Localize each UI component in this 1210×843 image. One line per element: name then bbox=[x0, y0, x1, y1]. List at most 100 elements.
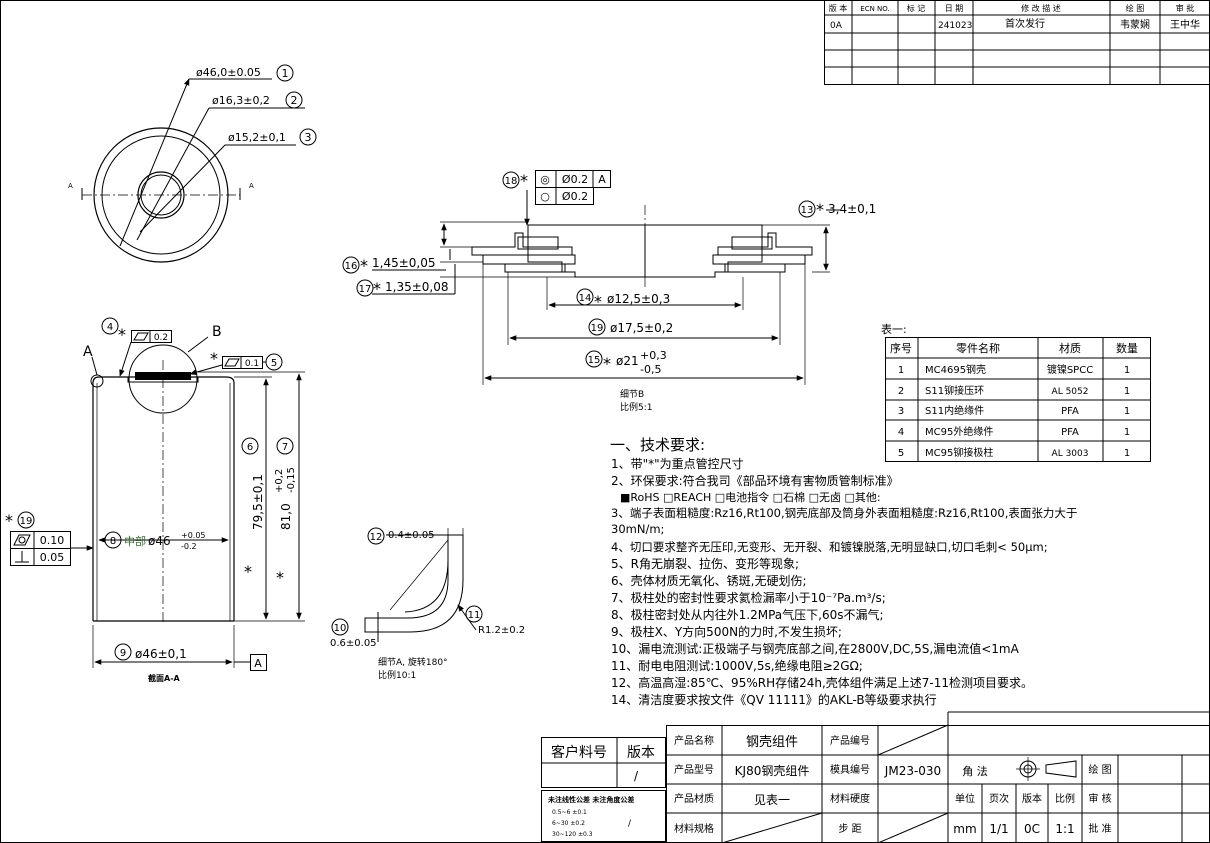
parts-r3-mat: PFA bbox=[1061, 406, 1079, 417]
tb-product-no-label: 产品编号 bbox=[830, 734, 870, 747]
section-view: A B 4 * 0.2 * 0.1 5 6 79,5±0,1 * 7 81 bbox=[5, 317, 305, 683]
balloon-4: 4 bbox=[107, 322, 113, 333]
tb-model-label: 产品型号 bbox=[674, 763, 714, 776]
balloon-7: 7 bbox=[282, 442, 288, 453]
section-mark-right: A bbox=[249, 182, 254, 190]
customer-part-label: 客户料号 bbox=[551, 744, 607, 761]
parts-r5-no: 5 bbox=[898, 448, 904, 459]
rev-header-ecn: ECN NO. bbox=[860, 5, 889, 13]
parts-r3-no: 3 bbox=[898, 406, 904, 417]
rev-date: 241023 bbox=[938, 21, 972, 31]
flatness-icon-5 bbox=[224, 358, 240, 367]
dim15-lower: -0,5 bbox=[640, 363, 661, 376]
req-line-4: 4、切口要求整齐无压印,无变形、无开裂、和镀镍脱落,无明显缺口,切口毛刺< 50… bbox=[611, 540, 1048, 554]
req-line-1: 1、带"*"为重点管控尺寸 bbox=[611, 456, 744, 471]
star-7: * bbox=[276, 568, 284, 587]
tb-product-name-label: 产品名称 bbox=[674, 734, 714, 747]
star-4: * bbox=[118, 325, 126, 344]
rev-header-mark: 标 记 bbox=[907, 3, 926, 13]
parts-table-title: 表一: bbox=[881, 322, 907, 336]
req-line-14: 14、清洁度要求按文件《QV 11111》的AKL-B等级要求执行 bbox=[611, 692, 937, 707]
tb-unit: mm bbox=[953, 822, 976, 836]
tb-rev: 0C bbox=[1024, 822, 1040, 836]
dim7-text: 81,0 bbox=[279, 503, 293, 530]
fcf19-b: 0.05 bbox=[40, 551, 65, 564]
balloon-18: 18 bbox=[505, 176, 518, 187]
tb-hardness-label: 材料硬度 bbox=[830, 792, 870, 805]
tb-material: 见表一 bbox=[754, 793, 790, 807]
tb-mold-label: 模具编号 bbox=[830, 763, 870, 776]
req-line-10: 10、漏电流测试:正极端子与钢壳底部之间,在2800V,DC,5S,漏电流值<1… bbox=[611, 641, 1020, 656]
detail-a: 12 0.4±0.05 10 0.6±0.05 11 R1.2±0.2 细节A,… bbox=[330, 527, 525, 681]
tb-scale-label: 比例 bbox=[1055, 792, 1075, 805]
dim11-text: R1.2±0.2 bbox=[478, 625, 525, 636]
star-18: * bbox=[520, 171, 528, 190]
dim8-lower: -0.2 bbox=[181, 542, 197, 551]
tb-product-name: 钢壳组件 bbox=[746, 735, 798, 750]
rev-header-desc: 修 改 描 述 bbox=[1021, 3, 1061, 13]
rev-header-approved: 审 批 bbox=[1176, 3, 1195, 13]
tol-title: 未注线性公差 未注角度公差 bbox=[548, 795, 634, 804]
cylindricity-icon bbox=[13, 534, 31, 546]
dim19-text: ø17,5±0,2 bbox=[610, 321, 673, 335]
rev-header-drawn: 绘 图 bbox=[1126, 3, 1145, 13]
tb-pages-label: 页次 bbox=[989, 792, 1009, 805]
balloon-13: 13 bbox=[801, 205, 814, 216]
version-value: / bbox=[634, 769, 639, 783]
parts-r5-mat: AL 3003 bbox=[1052, 449, 1089, 459]
dim8-upper: +0.05 bbox=[181, 531, 206, 540]
tb-model: KJ80钢壳组件 bbox=[735, 764, 810, 778]
tb-review-label: 审 核 bbox=[1088, 792, 1111, 805]
dim7-tol2: -0,15 bbox=[286, 467, 297, 493]
balloon-1: 1 bbox=[282, 67, 289, 80]
tb-unit-label: 单位 bbox=[955, 792, 975, 805]
technical-requirements: 一、技术要求: 1、带"*"为重点管控尺寸 2、环保要求:符合我司《部品环境有害… bbox=[610, 436, 1077, 707]
parts-r1-qty: 1 bbox=[1124, 365, 1130, 376]
section-caption: 截面A-A bbox=[148, 673, 181, 683]
parts-r3-qty: 1 bbox=[1124, 406, 1130, 417]
dim13-text: 3,4±0,1 bbox=[828, 202, 876, 216]
flatness-icon bbox=[133, 332, 149, 341]
tb-rev-label: 版本 bbox=[1022, 792, 1042, 805]
dim12-text: 0.4±0.05 bbox=[388, 530, 435, 541]
parts-r1-no: 1 bbox=[898, 365, 904, 376]
dim8-prefix: 中部 bbox=[124, 534, 146, 548]
balloon-5: 5 bbox=[271, 358, 277, 369]
tb-pages: 1/1 bbox=[989, 822, 1008, 836]
parts-r4-no: 4 bbox=[898, 427, 904, 438]
version-label: 版本 bbox=[627, 745, 655, 761]
balloon-12: 12 bbox=[370, 532, 383, 543]
fcf-circularity-icon: ○ bbox=[540, 190, 550, 203]
star-19: * bbox=[5, 511, 13, 530]
parts-r1-mat: 镀镍SPCC bbox=[1047, 363, 1093, 376]
detail-b-caption: 细节B bbox=[620, 388, 644, 400]
tb-mold: JM23-030 bbox=[884, 764, 941, 778]
balloon-6: 6 bbox=[247, 442, 253, 453]
req-title: 一、技术要求: bbox=[610, 436, 705, 454]
top-view: A A ø46,0±0.05 1 ø16,3±0,2 2 ø15,2±0,1 3 bbox=[68, 64, 317, 263]
datum-a: A bbox=[254, 657, 262, 670]
fcf-concentricity-icon: ◎ bbox=[540, 173, 550, 186]
tb-scale: 1:1 bbox=[1055, 822, 1074, 836]
parts-h-name: 零件名称 bbox=[956, 341, 1000, 355]
section-mark-left: A bbox=[68, 182, 73, 190]
rev-drawn: 韦蒙娴 bbox=[1120, 18, 1150, 31]
balloon-17: 17 bbox=[359, 284, 372, 295]
parts-r4-mat: PFA bbox=[1061, 427, 1079, 438]
dim15-upper: +0,3 bbox=[640, 349, 667, 362]
revision-table: 版 本 ECN NO. 标 记 日 期 修 改 描 述 绘 图 审 批 0A 2… bbox=[824, 0, 1210, 85]
parts-r1-name: MC4695钢壳 bbox=[925, 363, 986, 376]
tb-spec-label: 材料规格 bbox=[674, 822, 714, 835]
parts-r3-name: S11内绝缘件 bbox=[925, 404, 984, 417]
fcf1-value: Ø0.2 bbox=[562, 173, 588, 186]
req-line-3b: 30mN/m; bbox=[611, 522, 664, 536]
balloon-14: 14 bbox=[579, 293, 592, 304]
star-13: * bbox=[816, 200, 824, 219]
parts-h-material: 材质 bbox=[1059, 341, 1081, 355]
req-line-5: 5、R角无崩裂、拉伤、变形等现象; bbox=[611, 556, 799, 571]
req-line-7: 7、极柱处的密封性要求氦检漏率小于10⁻⁷Pa.m³/s; bbox=[611, 590, 886, 605]
balloon-15: 15 bbox=[588, 355, 601, 366]
tb-pitch-label: 步 距 bbox=[838, 823, 861, 835]
